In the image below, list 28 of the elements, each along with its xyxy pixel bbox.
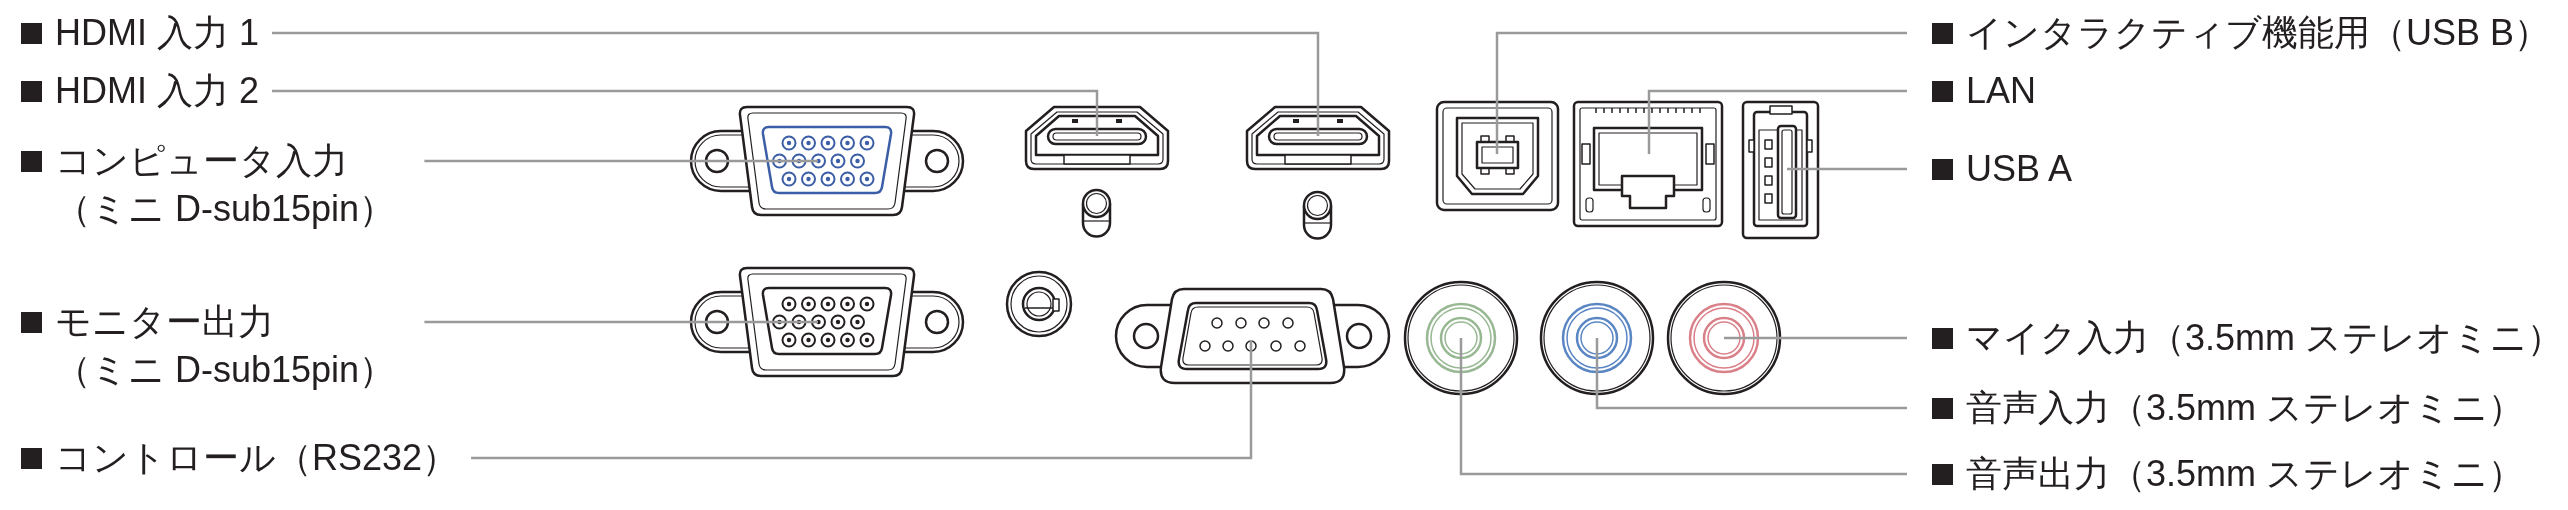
callout-label: 音声出力（3.5mm ステレオミニ）	[1966, 452, 2525, 496]
lan-connector	[1572, 100, 1724, 228]
leader-line	[1595, 338, 1907, 410]
leader-line	[1459, 338, 1907, 476]
usb-b-connector	[1435, 100, 1560, 212]
callout-label: 音声入力（3.5mm ステレオミニ）	[1966, 386, 2525, 430]
callout-label: コンピュータ入力（ミニ D-sub15pin）	[55, 139, 397, 231]
leader-line	[272, 89, 1099, 136]
leader-line	[1647, 89, 1907, 154]
callout-label: USB A	[1966, 147, 2073, 191]
callout-label: インタラクティブ機能用（USB B）	[1966, 11, 2551, 55]
callout-label: LAN	[1966, 69, 2037, 113]
usb-a-connector	[1741, 100, 1820, 240]
hdmi-connector	[1245, 105, 1391, 171]
leader-line	[1495, 31, 1907, 154]
audio-jack	[1665, 279, 1783, 397]
audio-jack	[1402, 279, 1520, 397]
hdmi-connector	[1024, 105, 1170, 171]
callout-label: モニター出力（ミニ D-sub15pin）	[55, 300, 397, 392]
callout-label: マイク入力（3.5mm ステレオミニ）	[1966, 316, 2564, 360]
callout-label: HDMI 入力 1	[55, 11, 259, 55]
leader-line	[272, 31, 1320, 136]
audio-jack	[1538, 279, 1656, 397]
leader-line	[1785, 167, 1907, 171]
callout-label: HDMI 入力 2	[55, 69, 259, 113]
leader-line	[471, 340, 1253, 460]
leader-line	[1722, 336, 1907, 340]
callout-label: コントロール（RS232）	[55, 436, 459, 480]
